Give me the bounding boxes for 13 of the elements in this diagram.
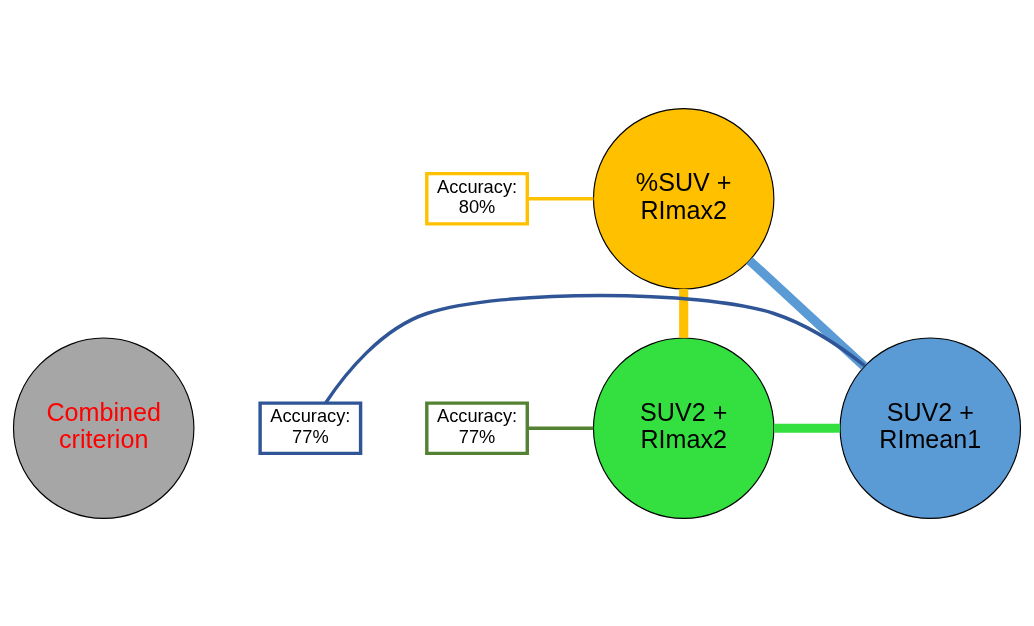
connector: [679, 288, 689, 338]
connector: [527, 426, 594, 430]
node-circle: %SUV + RImax2: [592, 107, 775, 289]
node-box: Accuracy: 80%: [425, 171, 529, 226]
node-circle: SUV2 + RImean1: [839, 337, 1022, 519]
node-box: Accuracy: 77%: [425, 400, 529, 455]
connector: [746, 256, 868, 370]
connector: [324, 293, 866, 404]
connector: [774, 423, 841, 433]
connector: [527, 196, 594, 200]
node-box: Accuracy: 77%: [258, 400, 363, 455]
node-circle: SUV2 + RImax2: [592, 337, 775, 519]
node-circle: Combined criterion: [12, 337, 195, 519]
